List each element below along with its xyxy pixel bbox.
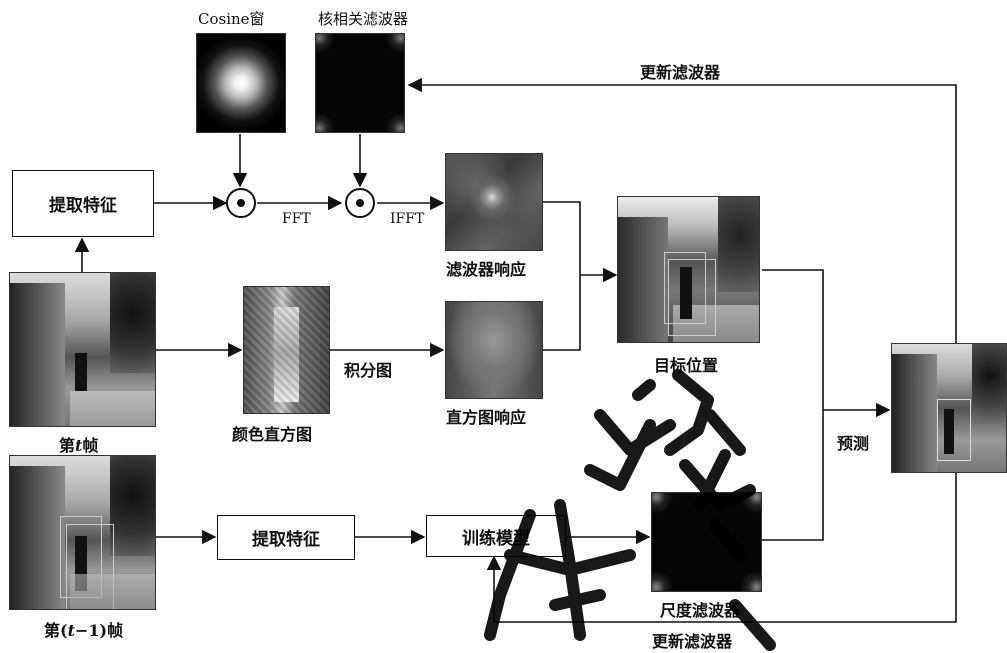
multiply-operator-2 — [346, 189, 374, 217]
kernel-filter-label: 核相关滤波器 — [318, 8, 408, 29]
line-response-merge — [543, 202, 580, 275]
update-filter-top-label: 更新滤波器 — [640, 59, 720, 83]
color-histogram-image — [243, 286, 330, 414]
cosine-window-label: Cosine窗 — [198, 8, 265, 29]
target-position-image — [617, 196, 760, 343]
frame-t-image — [9, 272, 156, 427]
kernel-filter-image — [315, 33, 405, 133]
extract-features-bottom-box: 提取特征 — [217, 515, 355, 560]
integral-image-label: 积分图 — [344, 357, 392, 381]
filter-response-image — [445, 153, 543, 251]
fft-label: FFT — [282, 211, 311, 227]
line-hist-merge — [543, 275, 580, 350]
ifft-label: IFFT — [390, 211, 424, 227]
frame-t-minus-1-label: 第(t−1)帧 — [44, 617, 123, 641]
multiply-operator-1 — [227, 189, 255, 217]
color-histogram-label: 颜色直方图 — [232, 421, 312, 445]
frame-t-minus-1-image — [9, 455, 156, 610]
extract-features-top-box: 提取特征 — [12, 170, 154, 237]
frame-t-label: 第t帧 — [59, 432, 98, 456]
predict-label: 预测 — [837, 430, 869, 454]
output-frame-image — [891, 343, 1007, 473]
watermark-strokes — [470, 355, 790, 653]
filter-response-label: 滤波器响应 — [446, 256, 526, 280]
cosine-window-image — [196, 33, 286, 133]
